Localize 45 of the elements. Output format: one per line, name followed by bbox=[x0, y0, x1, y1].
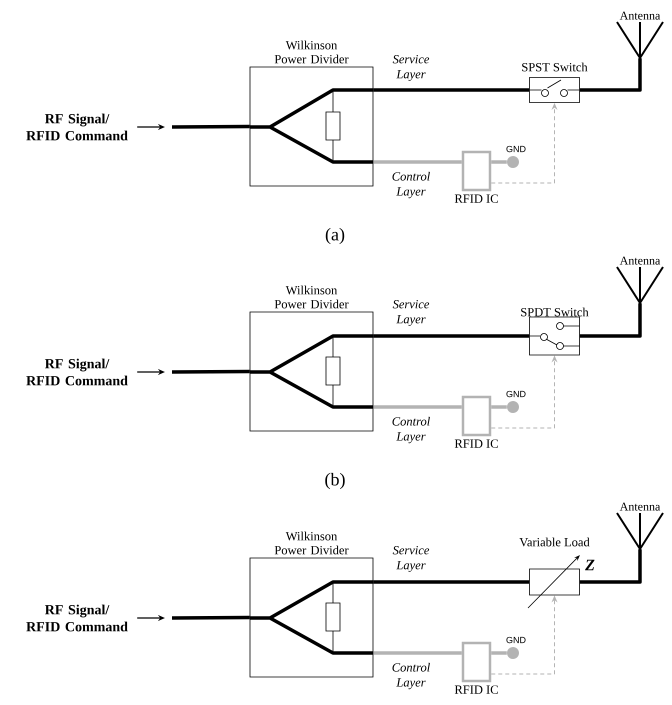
service-line bbox=[373, 580, 530, 584]
input-label: RF Signal/ RFID Command bbox=[26, 358, 128, 386]
panel-label: (b) bbox=[325, 472, 345, 490]
edge-label: Service Layer bbox=[392, 55, 430, 81]
antenna-feed-line bbox=[580, 303, 642, 338]
edge-label: Control Layer bbox=[392, 416, 430, 444]
edge-label: Service Layer bbox=[392, 546, 430, 572]
node-label: Wilkinson Power Divider bbox=[274, 532, 349, 554]
ic-box: RFID IC bbox=[454, 642, 498, 694]
component-label: SPDT Switch bbox=[521, 308, 589, 316]
ground-line bbox=[491, 405, 507, 409]
edge-label: Control Layer bbox=[392, 172, 430, 198]
ground-line bbox=[491, 651, 507, 655]
ground-label: GND bbox=[506, 636, 526, 644]
panel-label: (a) bbox=[326, 228, 344, 244]
service-line bbox=[373, 334, 530, 338]
input-label: RF Signal/ RFID Command bbox=[26, 604, 128, 632]
ground-label: GND bbox=[506, 146, 526, 152]
signal-line bbox=[172, 616, 250, 620]
divider-box: Wilkinson Power Divider bbox=[250, 286, 374, 432]
node-label: Wilkinson Power Divider bbox=[274, 40, 349, 64]
edge-label: Control Layer bbox=[392, 662, 430, 690]
ic-box: RFID IC bbox=[454, 396, 498, 448]
divider-box: Wilkinson Power Divider bbox=[250, 40, 374, 186]
ic-box: RFID IC bbox=[454, 150, 498, 203]
node-label: RFID IC bbox=[454, 439, 498, 448]
input-label: RF Signal/ RFID Command bbox=[26, 114, 128, 140]
antenna-feed-line bbox=[580, 58, 642, 92]
control-line bbox=[373, 405, 462, 409]
signal-line bbox=[172, 370, 250, 374]
control-line bbox=[373, 160, 462, 164]
edge-label: Service Layer bbox=[392, 300, 430, 326]
control-line bbox=[373, 651, 462, 655]
component-label: Variable Load bbox=[519, 538, 590, 546]
impedance-symbol: Z bbox=[585, 560, 594, 570]
node-label: Wilkinson Power Divider bbox=[274, 286, 349, 308]
node-label: RFID IC bbox=[454, 685, 498, 694]
divider-box: Wilkinson Power Divider bbox=[250, 532, 374, 678]
signal-line bbox=[172, 124, 250, 129]
antenna-feed-line bbox=[580, 549, 642, 584]
service-line bbox=[373, 88, 530, 92]
component-label: SPST Switch bbox=[522, 62, 588, 72]
ground-label: GND bbox=[506, 390, 526, 398]
ground-line bbox=[491, 160, 507, 164]
node-label: RFID IC bbox=[454, 194, 498, 203]
